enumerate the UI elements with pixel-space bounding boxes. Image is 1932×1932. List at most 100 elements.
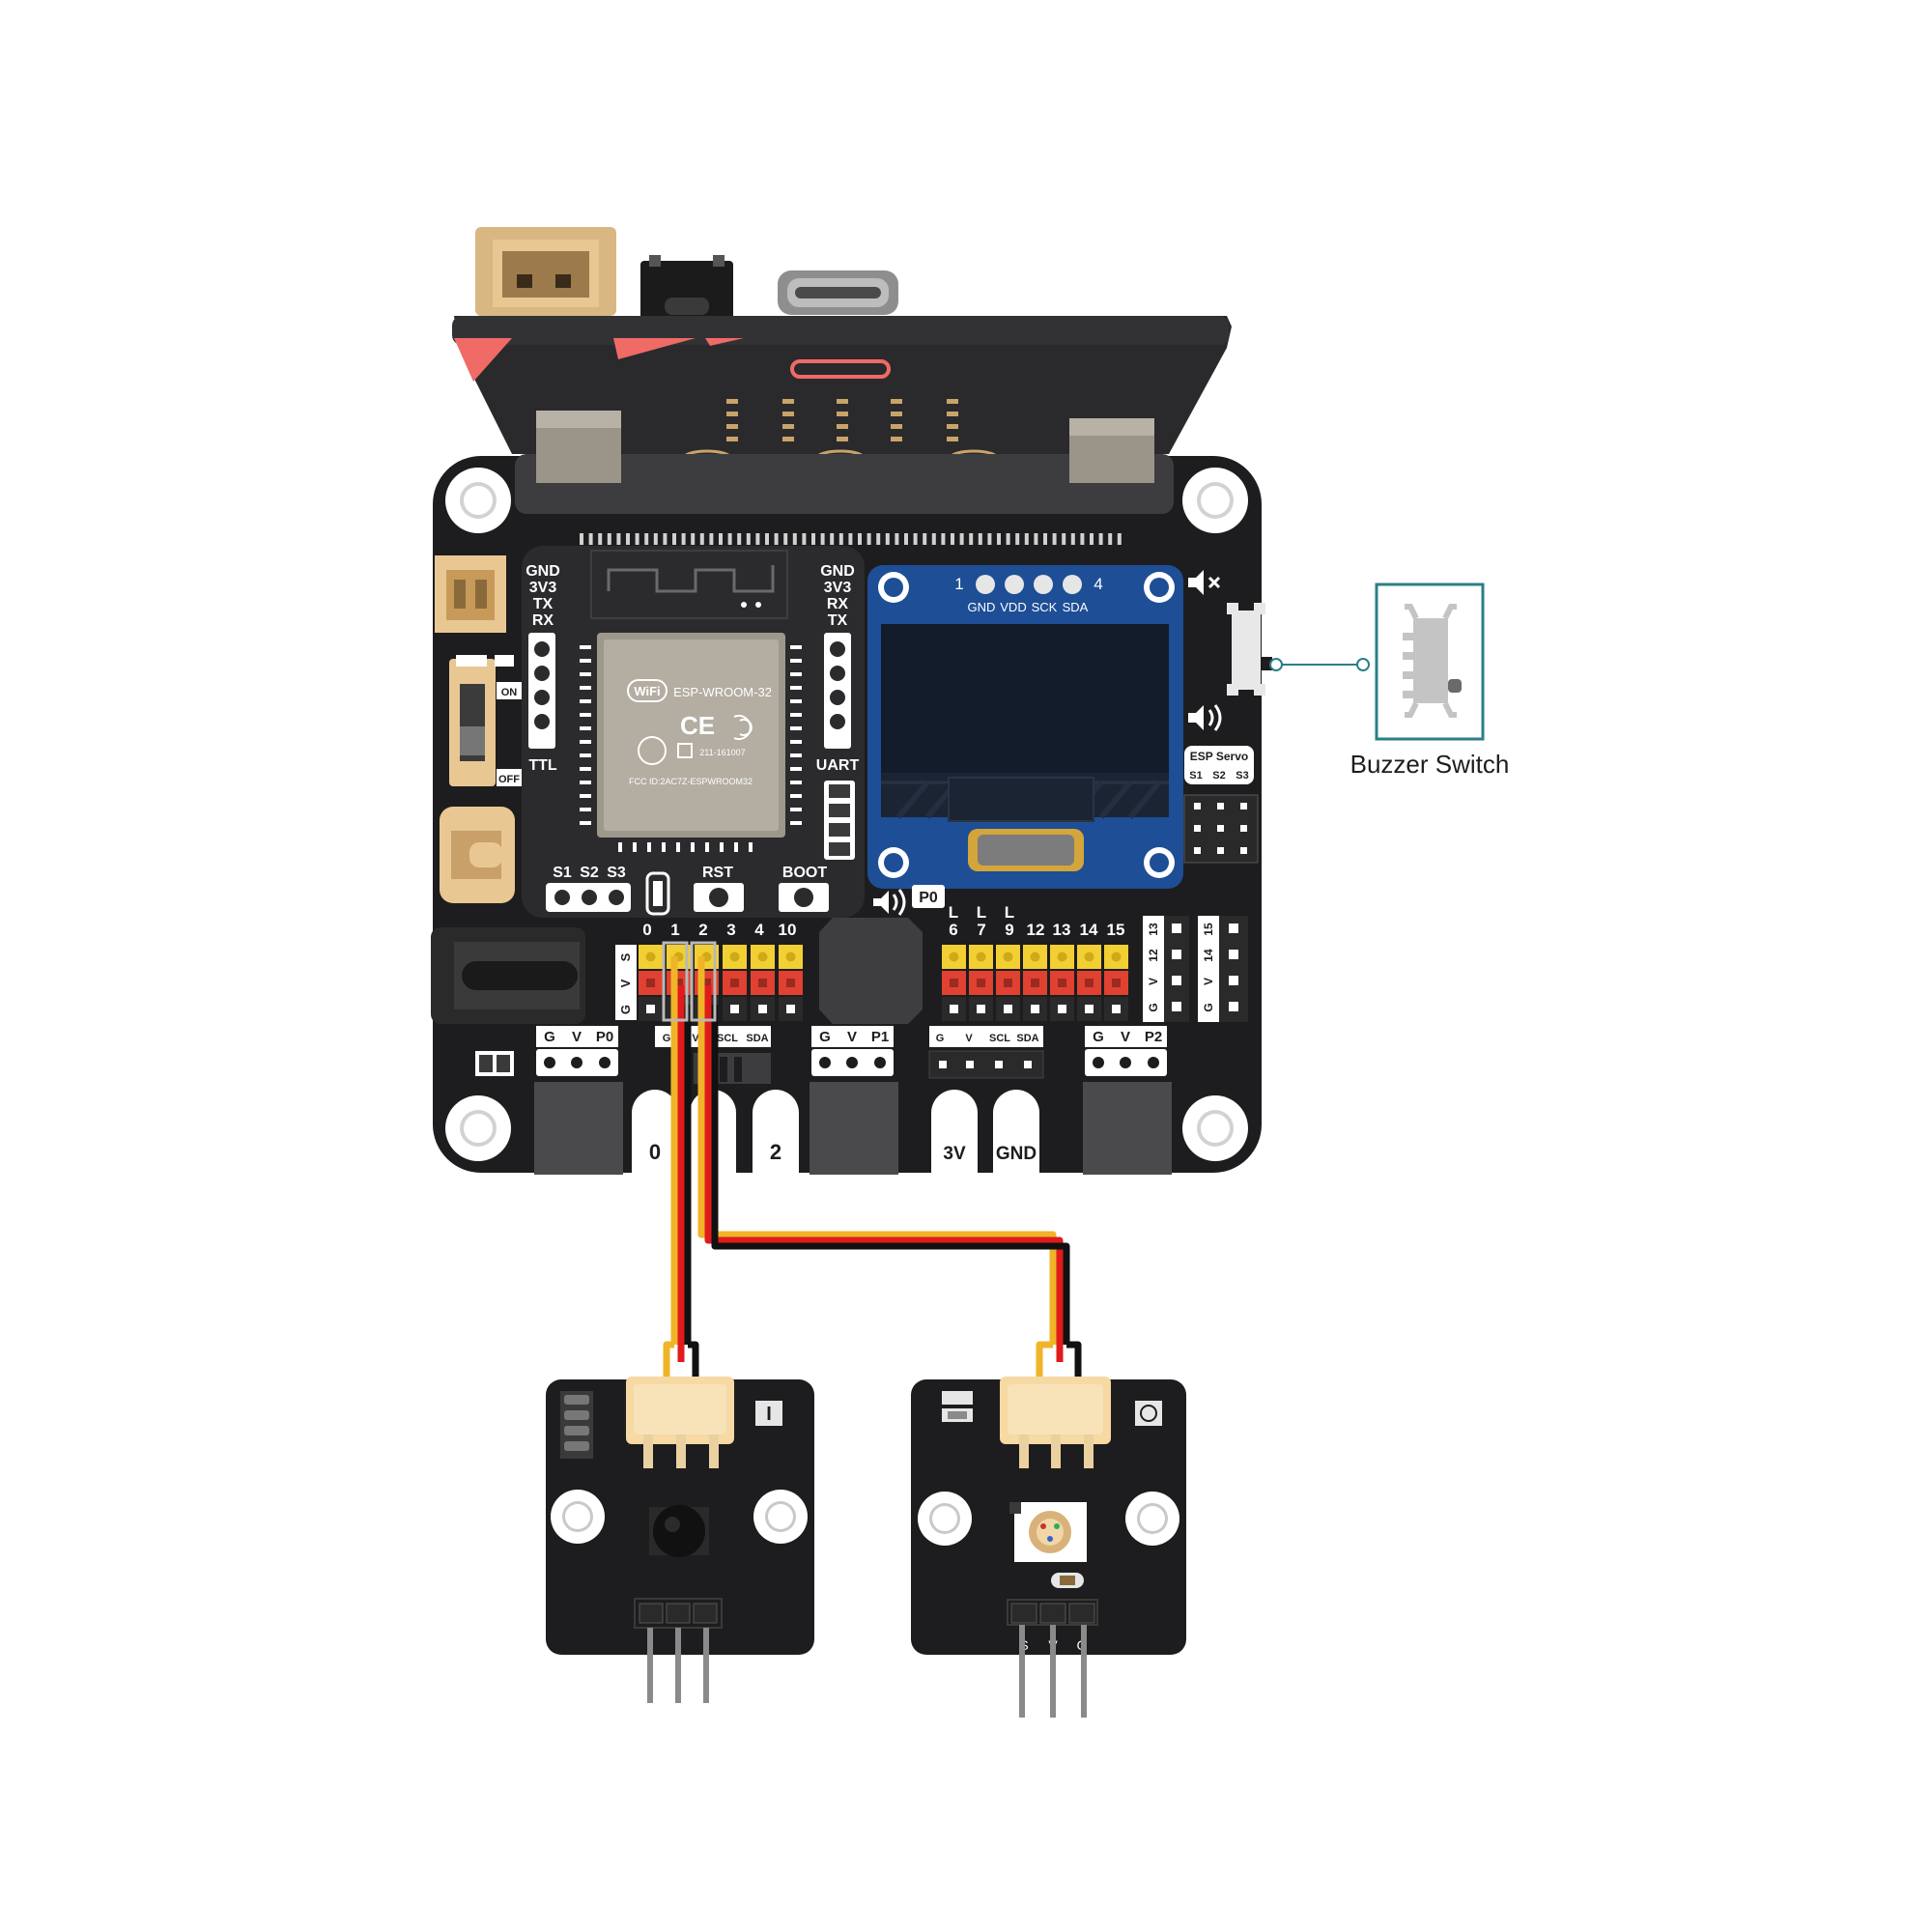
buzzer-switch-callout: Buzzer Switch bbox=[1269, 582, 1509, 779]
edge-pin-tick bbox=[1117, 533, 1122, 545]
edge-pin-tick bbox=[737, 533, 742, 545]
pin-hole bbox=[1031, 1005, 1039, 1013]
oled-display: 1 4 GND VDD SCK SDA bbox=[867, 565, 1183, 889]
esp-pad bbox=[790, 699, 802, 703]
edge-pin-tick bbox=[699, 533, 704, 545]
esp-servo-header bbox=[1183, 794, 1259, 864]
pin-hole bbox=[757, 952, 768, 962]
esp-servo-s2: S2 bbox=[1212, 770, 1225, 781]
edge-pin-tick bbox=[588, 533, 593, 545]
headphone-jack bbox=[640, 255, 733, 321]
grove-p0-v: V bbox=[572, 1029, 582, 1045]
edge-pin-tick bbox=[1098, 533, 1103, 545]
esp-pad bbox=[580, 821, 591, 825]
pin-hole bbox=[785, 952, 796, 962]
edge-pad bbox=[993, 1130, 1039, 1175]
grove-p2-g: G bbox=[1093, 1029, 1104, 1045]
boot-button[interactable] bbox=[779, 883, 829, 912]
edge-pad-label: 3V bbox=[943, 1144, 966, 1164]
edge-pin-tick bbox=[580, 533, 583, 545]
esp-pad bbox=[580, 672, 591, 676]
expansion-board: ON OFF bbox=[431, 411, 1272, 1175]
ce-mark: CE bbox=[680, 711, 715, 740]
esp-pad bbox=[790, 794, 802, 798]
pin-hole bbox=[1112, 979, 1121, 987]
pin-hole bbox=[1058, 979, 1066, 987]
buzzer-switch[interactable] bbox=[1227, 603, 1272, 696]
edge-pin-tick bbox=[653, 533, 658, 545]
pin-hole bbox=[977, 1005, 985, 1013]
side-pin-label: V bbox=[1147, 978, 1160, 985]
grove-p2-header bbox=[1085, 1049, 1167, 1076]
grove-p2-label: G V P2 bbox=[1085, 1026, 1167, 1047]
gpio-header-right bbox=[942, 945, 1128, 1021]
esp-pad bbox=[580, 740, 591, 744]
ttl-label-gnd: GND bbox=[526, 563, 560, 580]
edge-pin-tick bbox=[626, 533, 630, 545]
edge-pin-tick bbox=[719, 533, 723, 545]
grove-connector-p1 bbox=[810, 1082, 898, 1175]
edge-pin-tick bbox=[858, 533, 862, 545]
edge-pin-tick bbox=[774, 533, 779, 545]
power-switch[interactable]: ON OFF bbox=[449, 655, 522, 786]
pin-hole bbox=[950, 979, 958, 987]
esp-servo-s1: S1 bbox=[1189, 770, 1202, 781]
mounting-hole bbox=[1182, 1095, 1248, 1161]
esp-pad bbox=[647, 842, 651, 852]
edge-pin-tick bbox=[978, 533, 982, 545]
i2c-mid-g: G bbox=[936, 1033, 945, 1044]
esp-pad bbox=[705, 842, 709, 852]
esp-pad bbox=[790, 740, 802, 744]
esp-pad bbox=[580, 753, 591, 757]
edge-pad-label: 0 bbox=[649, 1140, 661, 1164]
esp-pad bbox=[580, 699, 591, 703]
side-pin-label: 14 bbox=[1202, 949, 1215, 962]
edge-pin-tick bbox=[876, 533, 881, 545]
oled-pin4-number: 4 bbox=[1094, 575, 1102, 593]
pin-hole bbox=[1004, 979, 1012, 987]
esp-pad bbox=[691, 842, 695, 852]
edge-pin-tick bbox=[913, 533, 918, 545]
edge-pin-tick bbox=[838, 533, 843, 545]
mute-icon bbox=[1188, 570, 1221, 595]
edge-pad-label: GND bbox=[996, 1144, 1037, 1164]
pin-number-9: 9 bbox=[1005, 921, 1013, 939]
edge-pin-tick bbox=[691, 533, 696, 545]
pin-hole bbox=[758, 979, 767, 987]
speaker-icon bbox=[1188, 704, 1222, 731]
esp-pad bbox=[580, 767, 591, 771]
mounting-hole bbox=[445, 1095, 511, 1161]
edge-pad bbox=[753, 1130, 799, 1175]
p0-badge: P0 bbox=[919, 890, 938, 906]
jst-connector bbox=[1000, 1377, 1111, 1468]
pin-hole bbox=[1085, 979, 1094, 987]
on-label: ON bbox=[501, 687, 518, 698]
grove-p0-p0: P0 bbox=[596, 1029, 613, 1045]
pin-hole bbox=[645, 952, 656, 962]
rst-button[interactable] bbox=[694, 883, 744, 912]
pin-hole bbox=[1084, 952, 1094, 962]
uart-label-3v3: 3V3 bbox=[824, 580, 852, 596]
i2c-mid-scl: SCL bbox=[989, 1033, 1010, 1044]
battery-connector bbox=[475, 227, 616, 316]
smd-led bbox=[942, 1391, 973, 1422]
pin-number-12: 12 bbox=[1027, 921, 1045, 939]
side-pin-label: 12 bbox=[1147, 949, 1160, 962]
edge-pin-tick bbox=[663, 533, 668, 545]
esp-pad bbox=[790, 645, 802, 649]
pin-number-4: 4 bbox=[754, 921, 764, 939]
i2c-header-mid bbox=[928, 1050, 1044, 1079]
edge-pin-tick bbox=[672, 533, 676, 545]
pin-hole bbox=[1229, 950, 1238, 959]
edge-pin-tick bbox=[755, 533, 760, 545]
grove-p2-v: V bbox=[1121, 1029, 1130, 1045]
edge-pin-tick bbox=[1070, 533, 1075, 545]
pin-hole bbox=[950, 1005, 958, 1013]
edge-pin-tick bbox=[681, 533, 686, 545]
i2c-left-scl: SCL bbox=[717, 1033, 738, 1044]
oled-sda-label: SDA bbox=[1063, 600, 1089, 614]
side-pin-label: V bbox=[1202, 978, 1215, 985]
esp-pad bbox=[676, 842, 680, 852]
pin-number-1: 1 bbox=[670, 921, 679, 939]
